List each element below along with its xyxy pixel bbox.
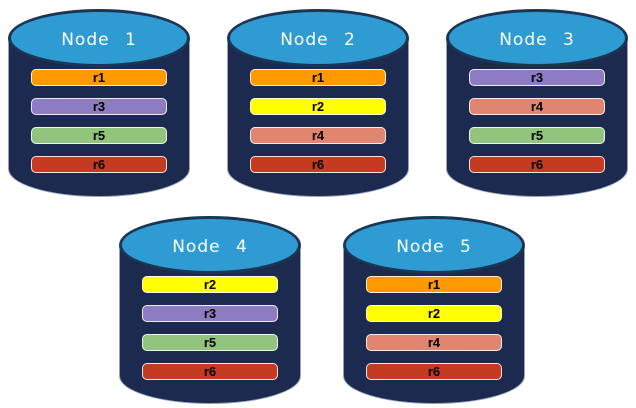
replica-label: r4 [530,99,544,114]
replica-bar-r1: r1 [31,69,167,86]
node-label: Node 4 [172,236,248,257]
database-node-4: Node 4 r2 r3 r5 r6 [119,216,301,404]
replica-bar-r4: r4 [366,334,502,351]
cylinder-top-ellipse: Node 1 [8,9,190,67]
replica-label: r3 [203,306,217,321]
replica-label: r6 [311,157,325,172]
node-label: Node 5 [396,236,472,257]
node-label: Node 2 [280,29,356,50]
database-node-3: Node 3 r3 r4 r5 r6 [446,9,628,197]
replica-list: r2 r3 r5 r6 [142,276,278,380]
replica-label: r2 [311,99,325,114]
replica-label: r4 [311,128,325,143]
cylinder-top-ellipse: Node 4 [119,216,301,274]
replica-label: r4 [427,335,441,350]
replica-bar-r6: r6 [31,156,167,173]
replica-label: r1 [311,70,325,85]
database-node-5: Node 5 r1 r2 r4 r6 [343,216,525,404]
replica-bar-r5: r5 [469,127,605,144]
replica-label: r5 [92,128,106,143]
database-node-2: Node 2 r1 r2 r4 r6 [227,9,409,197]
database-node-1: Node 1 r1 r3 r5 r6 [8,9,190,197]
replica-label: r6 [203,364,217,379]
node-label: Node 3 [499,29,575,50]
cylinder-top-ellipse: Node 3 [446,9,628,67]
replica-bar-r6: r6 [366,363,502,380]
replica-label: r2 [427,306,441,321]
replica-label: r6 [427,364,441,379]
replica-list: r1 r2 r4 r6 [250,69,386,173]
replica-bar-r5: r5 [142,334,278,351]
replica-label: r5 [530,128,544,143]
replica-label: r5 [203,335,217,350]
replica-label: r1 [92,70,106,85]
replica-bar-r2: r2 [142,276,278,293]
replica-bar-r3: r3 [31,98,167,115]
node-label: Node 1 [61,29,137,50]
replica-bar-r6: r6 [469,156,605,173]
replica-list: r1 r3 r5 r6 [31,69,167,173]
replica-bar-r5: r5 [31,127,167,144]
replica-bar-r6: r6 [250,156,386,173]
replica-bar-r3: r3 [142,305,278,322]
replica-bar-r6: r6 [142,363,278,380]
cylinder-top-ellipse: Node 2 [227,9,409,67]
replica-label: r3 [530,70,544,85]
replica-bar-r2: r2 [250,98,386,115]
replica-bar-r2: r2 [366,305,502,322]
replica-label: r6 [92,157,106,172]
replica-label: r2 [203,277,217,292]
replica-label: r1 [427,277,441,292]
replica-bar-r4: r4 [250,127,386,144]
replica-bar-r4: r4 [469,98,605,115]
replica-bar-r1: r1 [250,69,386,86]
cylinder-top-ellipse: Node 5 [343,216,525,274]
replica-bar-r3: r3 [469,69,605,86]
replica-bar-r1: r1 [366,276,502,293]
replica-label: r3 [92,99,106,114]
replica-list: r1 r2 r4 r6 [366,276,502,380]
replica-list: r3 r4 r5 r6 [469,69,605,173]
replica-label: r6 [530,157,544,172]
